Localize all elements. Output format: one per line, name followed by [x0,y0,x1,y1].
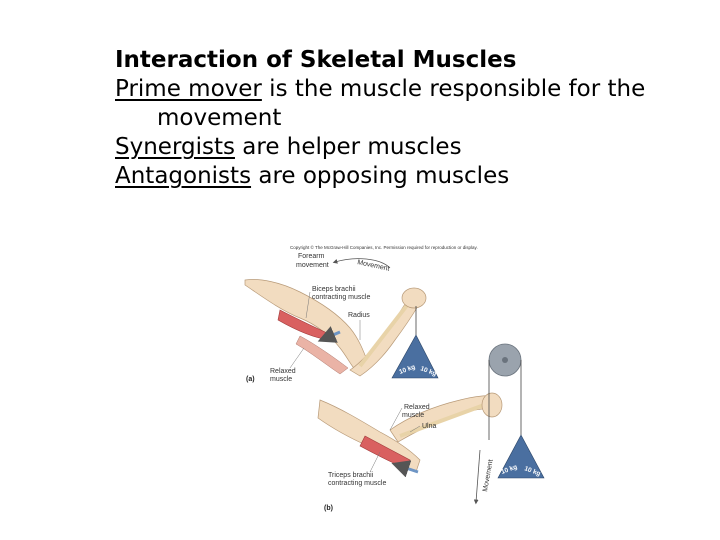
slide-title: Interaction of Skeletal Muscles [115,47,517,73]
slide-text: Interaction of Skeletal Muscles Prime mo… [115,46,705,191]
triceps-leader [369,451,381,473]
relaxed-a-label-2: muscle [270,376,292,383]
muscle-figure: Copyright © The McGraw-Hill Companies, I… [240,240,560,515]
ulna-leader [409,425,421,433]
relaxed-b-label-1: Relaxed [404,404,430,411]
relaxed-a-leader [289,347,305,369]
weight-b [497,434,545,479]
term-prime-mover: Prime mover [115,76,262,102]
panel-a-label: (a) [246,376,255,383]
relaxed-b-leader [389,407,403,431]
weight-a [391,334,439,379]
bullet-synergists: Synergists are helper muscles [115,133,705,162]
panel-a: 10 kg 10 kg Movement Forearm movement Bi… [244,253,439,383]
term-antagonists: Antagonists [115,163,252,189]
biceps-label-1: Biceps brachii [312,286,356,293]
bullet-prime-mover: Prime mover is the muscle responsible fo… [115,75,705,104]
radius-label: Radius [348,312,370,319]
movement-arrow-b [473,449,481,505]
biceps-label-2: contracting muscle [312,294,370,301]
prime-mover-desc-cont: movement [157,105,282,131]
triceps-label-1: Triceps brachii [328,472,374,479]
ulna-label: Ulna [422,423,437,430]
relaxed-b-label-2: muscle [402,412,424,419]
relaxed-muscle-a [295,335,349,375]
radius-bone [358,302,410,368]
panel-b: 10 kg 10 kg Movement Relaxed muscle Ulna… [317,343,545,512]
hand-b [481,392,503,418]
movement-label-a: Movement [357,259,390,273]
prime-mover-desc: is the muscle responsible for the [261,76,646,102]
hand-a [401,287,427,309]
synergists-desc: are helper muscles [234,134,462,160]
movement-label-b: Movement [482,459,495,492]
forearm-label-1: Forearm [298,253,325,260]
muscle-diagram: Copyright © The McGraw-Hill Companies, I… [244,244,545,512]
figure-copyright: Copyright © The McGraw-Hill Companies, I… [290,244,478,250]
ulna-bone [399,399,496,438]
antagonists-desc: are opposing muscles [251,163,510,189]
panel-b-label: (b) [324,505,333,512]
pulley-hub [502,357,508,363]
triceps-pull-arrow [391,460,419,478]
biceps-pull-arrow [317,326,341,343]
relaxed-a-label-1: Relaxed [270,368,296,375]
movement-arrow-a [332,258,391,269]
biceps-leader [305,291,311,319]
forearm-label-2: movement [296,262,329,269]
term-synergists: Synergists [115,134,235,160]
triceps-label-2: contracting muscle [328,480,386,487]
bullet-antagonists: Antagonists are opposing muscles [115,162,705,191]
